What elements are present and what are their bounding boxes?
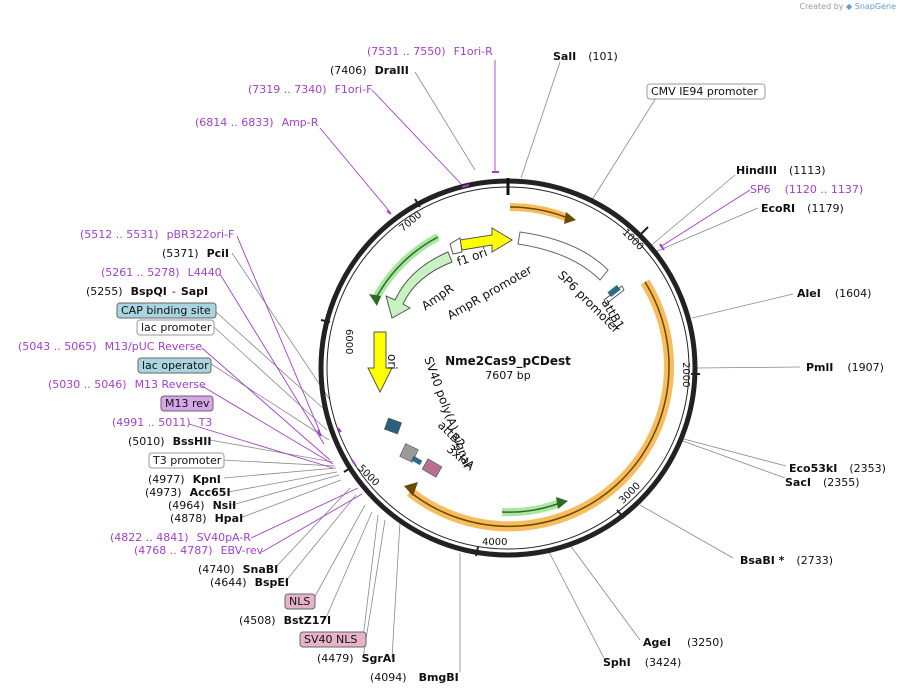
tick-label-4000: 4000 bbox=[482, 537, 507, 548]
site-acc65i[interactable]: (4973)Acc65I bbox=[145, 486, 231, 499]
feature-cap-binding-site: CAP binding site bbox=[121, 304, 211, 317]
green-arc-topleft-arrowhead bbox=[369, 294, 381, 306]
primer-f1ori-f[interactable]: (7319 .. 7340)F1ori-F bbox=[248, 83, 373, 96]
left-site-labels: (7531 .. 7550)F1ori-R (7406)DraIII (7319… bbox=[18, 45, 493, 665]
feature-lac-operator: lac operator bbox=[142, 359, 209, 372]
site-bspei[interactable]: (4644)BspEI bbox=[210, 576, 289, 589]
cmv-orange-arc-core bbox=[509, 206, 569, 219]
primer-ebv-rev[interactable]: (4768 .. 4787)EBV-rev bbox=[134, 544, 264, 557]
credit-brand: SnapGene bbox=[854, 2, 896, 11]
snapgene-logo-icon: ◆ bbox=[846, 2, 853, 11]
site-pcii[interactable]: (5371)PciI bbox=[162, 247, 229, 260]
feature-box-lac-operator[interactable] bbox=[137, 357, 212, 374]
cmv-orange-arc bbox=[509, 203, 570, 222]
site-bspqi-sapi[interactable]: (5255)BspQI-SapI bbox=[86, 285, 208, 298]
primer-pbr322ori-f[interactable]: (5512 .. 5531)pBR322ori-F bbox=[80, 228, 234, 241]
feature-box-sv40-nls[interactable] bbox=[299, 631, 367, 648]
primer-leader-lines bbox=[188, 60, 751, 553]
primer-m13-reverse[interactable]: (5030 .. 5046)M13 Reverse bbox=[48, 378, 206, 391]
site-saci[interactable]: SacI(2355) bbox=[785, 476, 860, 489]
tick-marks bbox=[320, 198, 700, 557]
green-arc-topleft-core bbox=[374, 236, 439, 301]
primer-amp-r[interactable]: (6814 .. 6833)Amp-R bbox=[195, 116, 319, 129]
feature-m13-rev: M13 rev bbox=[165, 397, 210, 410]
label-ori: ori bbox=[385, 354, 399, 370]
snapgene-credit: Created by ◆ SnapGene bbox=[799, 2, 896, 11]
feature-lac-promoter: lac promoter bbox=[141, 321, 212, 334]
site-snabi[interactable]: (4740)SnaBI bbox=[198, 563, 278, 576]
ampr-feature bbox=[385, 251, 453, 319]
feature-box-cmv[interactable] bbox=[646, 83, 766, 100]
site-bstz17i[interactable]: (4508)BstZ17I bbox=[239, 614, 331, 627]
tick-label-2000: 2000 bbox=[680, 362, 691, 387]
feature-box-t3-promoter[interactable] bbox=[148, 452, 225, 469]
feature-box-m13-rev[interactable] bbox=[160, 395, 214, 412]
site-bsshii[interactable]: (5010)BssHII bbox=[128, 435, 211, 448]
site-agei[interactable]: AgeI(3250) bbox=[643, 636, 724, 649]
feature-box-cap[interactable] bbox=[116, 302, 217, 319]
plasmid-length: 7607 bp bbox=[485, 369, 530, 382]
ori-feature bbox=[367, 331, 393, 394]
green-arc-bottom-arrowhead bbox=[556, 497, 568, 509]
site-kpni[interactable]: (4977)KpnI bbox=[148, 473, 221, 486]
feature-cmv-promoter: CMV IE94 promoter bbox=[651, 85, 758, 98]
site-hindiii[interactable]: HindIII(1113) bbox=[736, 164, 826, 177]
feature-box-lac-promoter[interactable] bbox=[136, 319, 215, 336]
site-sali[interactable]: SalI(101) bbox=[553, 50, 618, 63]
cmv-orange-arrowhead bbox=[564, 212, 576, 224]
primer-m13-puc-reverse[interactable]: (5043 .. 5065)M13/pUC Reverse bbox=[18, 340, 202, 353]
primer-t3[interactable]: (4991 .. 5011)T3 bbox=[112, 416, 212, 429]
feature-nls: NLS bbox=[289, 595, 310, 608]
tick-label-6000: 6000 bbox=[343, 329, 354, 354]
site-bsabi[interactable]: BsaBI *(2733) bbox=[740, 554, 833, 567]
primer-sv40pa-r[interactable]: (4822 .. 4841)SV40pA-R bbox=[110, 531, 251, 544]
primer-f1ori-r[interactable]: (7531 .. 7550)F1ori-R bbox=[367, 45, 493, 58]
site-alei[interactable]: AleI(1604) bbox=[797, 287, 871, 300]
feature-sv40-nls: SV40 NLS bbox=[304, 633, 357, 646]
site-nsii[interactable]: (4964)NsiI bbox=[168, 499, 236, 512]
cds-orange-arc-core bbox=[409, 281, 670, 528]
primer-sp6[interactable]: SP6(1120 .. 1137) bbox=[750, 183, 863, 196]
feature-box-nls[interactable] bbox=[284, 593, 316, 610]
ampr-promoter-feature bbox=[449, 237, 463, 255]
attb1-feature bbox=[603, 284, 625, 305]
credit-prefix: Created by bbox=[799, 2, 844, 11]
f1-ori-feature bbox=[459, 227, 513, 253]
cds-orange-arrowhead bbox=[404, 482, 418, 496]
site-hpai[interactable]: (4878)HpaI bbox=[170, 512, 243, 525]
site-eco53ki[interactable]: Eco53kI(2353) bbox=[789, 462, 886, 475]
site-ecori[interactable]: EcoRI(1179) bbox=[761, 202, 844, 215]
plasmid-name: Nme2Cas9_pCDest bbox=[445, 354, 571, 369]
attb2-feature bbox=[383, 417, 443, 478]
leader-lines bbox=[209, 61, 801, 672]
site-draiii[interactable]: (7406)DraIII bbox=[330, 64, 409, 77]
tick-label-1000: 1000 bbox=[620, 227, 646, 253]
site-bmgbi[interactable]: (4094)BmgBI bbox=[370, 671, 459, 684]
label-ampr-promoter: AmpR promoter bbox=[445, 263, 535, 323]
primer-l4440[interactable]: (5261 .. 5278)L4440 bbox=[101, 266, 222, 279]
cmv-promoter-inner-arrow bbox=[517, 231, 609, 281]
right-site-labels: SalI(101) CMV IE94 promoter HindIII(1113… bbox=[370, 50, 886, 684]
site-sgrai[interactable]: (4479)SgrAI bbox=[317, 652, 395, 665]
green-arc-bottom-core bbox=[501, 502, 561, 513]
feature-t3-promoter: T3 promoter bbox=[152, 454, 222, 467]
site-sphi[interactable]: SphI(3424) bbox=[603, 656, 681, 669]
site-pmli[interactable]: PmlI(1907) bbox=[806, 361, 884, 374]
primer-markers bbox=[317, 171, 665, 467]
